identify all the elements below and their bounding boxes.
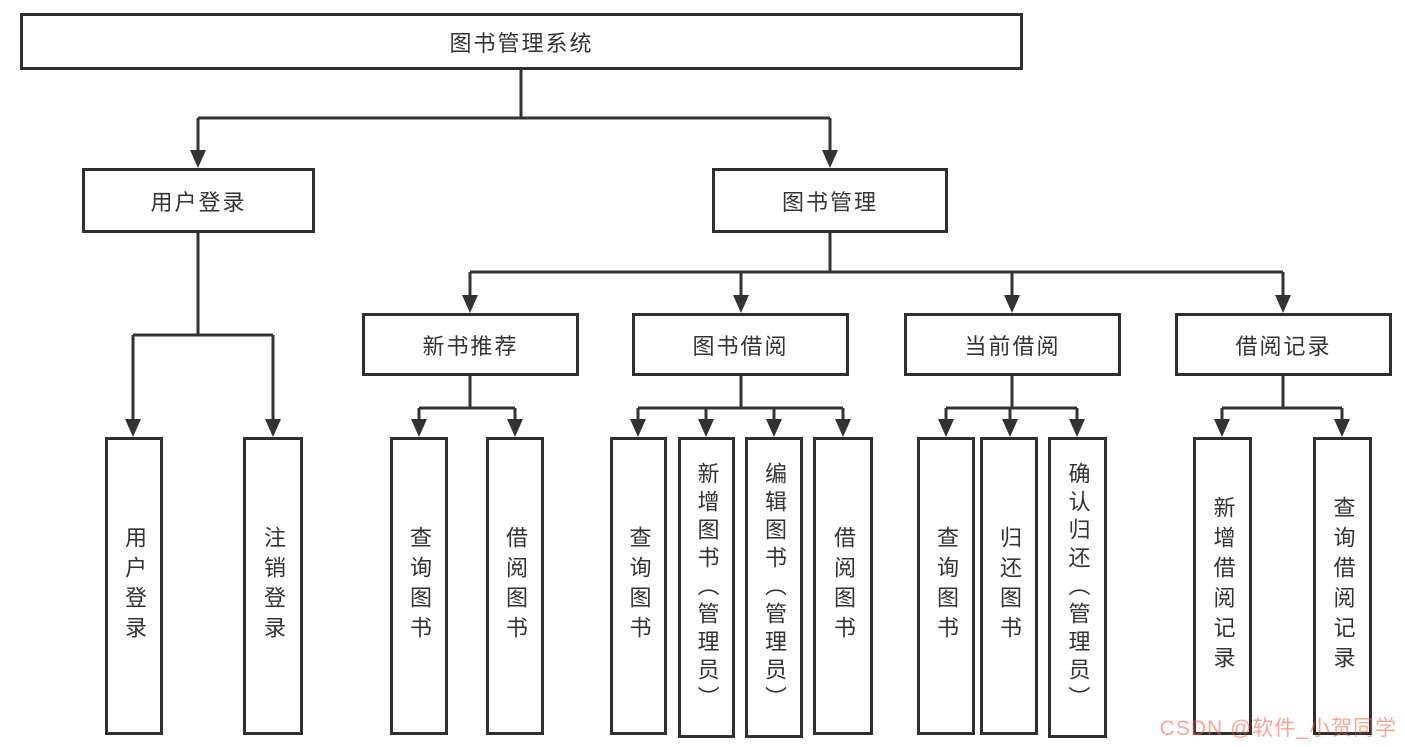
leaf-br-query-record: 查询借阅记录 xyxy=(1313,437,1372,735)
leaf-nb-borrow-books: 借阅图书 xyxy=(486,437,544,735)
leaf-nb-query-books: 查询图书 xyxy=(390,437,448,735)
edge-currentborrow-branch xyxy=(944,376,1079,421)
edge-bookmgmt-branch xyxy=(468,233,1285,298)
leaf-nb-borrow-books-label: 借阅图书 xyxy=(503,526,528,646)
leaf-cb-query-books: 查询图书 xyxy=(917,437,975,735)
leaf-bb-edit-books: 编辑图书（管理员） xyxy=(745,437,803,738)
leaf-cb-confirm-return: 确认归还（管理员） xyxy=(1048,437,1107,738)
leaf-nb-query-books-label: 查询图书 xyxy=(407,526,432,646)
leaf-logout: 注销登录 xyxy=(243,437,303,735)
leaf-br-add-record-label: 新增借阅记录 xyxy=(1210,496,1236,676)
leaf-bb-edit-books-label: 编辑图书（管理员） xyxy=(762,461,787,714)
leaf-cb-return-books-label: 归还图书 xyxy=(997,526,1022,646)
node-current-borrow: 当前借阅 xyxy=(904,313,1121,376)
leaf-cb-query-books-label: 查询图书 xyxy=(934,526,959,646)
node-book-management: 图书管理 xyxy=(712,168,948,233)
leaf-bb-borrow-books-label: 借阅图书 xyxy=(831,526,856,646)
leaf-br-add-record: 新增借阅记录 xyxy=(1193,437,1252,735)
edge-borrowrecords-branch xyxy=(1220,376,1344,421)
leaf-bb-add-books-label: 新增图书（管理员） xyxy=(694,461,720,714)
leaf-logout-label: 注销登录 xyxy=(261,526,286,646)
leaf-bb-query-books-label: 查询图书 xyxy=(626,526,652,646)
edge-root-branch xyxy=(196,70,832,152)
arrowheads xyxy=(125,150,1350,437)
leaf-user-login: 用户登录 xyxy=(105,437,163,735)
edge-newbookrec-branch xyxy=(417,376,517,421)
leaf-bb-query-books: 查询图书 xyxy=(610,437,667,735)
edge-userlogin-branch xyxy=(131,233,275,421)
leaf-bb-borrow-books: 借阅图书 xyxy=(813,437,873,735)
leaf-br-query-record-label: 查询借阅记录 xyxy=(1330,496,1356,676)
edge-bookborrow-branch xyxy=(636,376,845,421)
node-borrow-records: 借阅记录 xyxy=(1175,313,1392,376)
leaf-cb-return-books: 归还图书 xyxy=(980,437,1038,735)
node-root: 图书管理系统 xyxy=(20,13,1023,70)
csdn-watermark: CSDN @软件_小贺同学 xyxy=(1159,717,1397,740)
node-book-borrow: 图书借阅 xyxy=(632,313,849,376)
leaf-cb-confirm-return-label: 确认归还（管理员） xyxy=(1065,461,1091,714)
node-new-book-recommend: 新书推荐 xyxy=(362,313,579,376)
leaf-user-login-label: 用户登录 xyxy=(122,526,147,646)
leaf-bb-add-books: 新增图书（管理员） xyxy=(678,437,735,738)
node-user-login: 用户登录 xyxy=(82,168,315,233)
